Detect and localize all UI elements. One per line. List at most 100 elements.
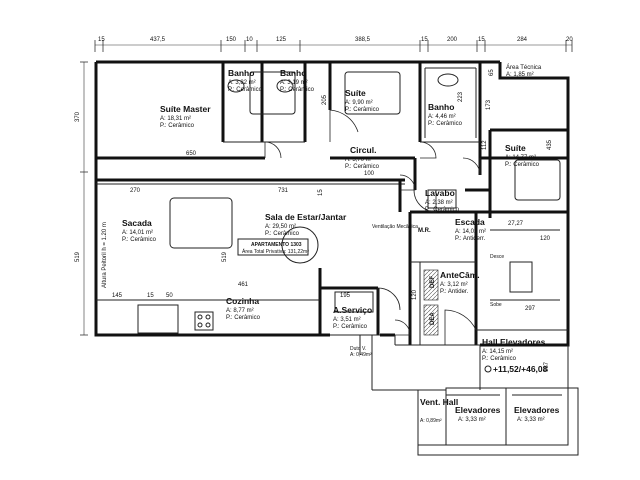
elevator-block: [417, 387, 579, 456]
top-dim-8: 200: [447, 37, 458, 43]
svg-text:297: 297: [525, 306, 536, 312]
elevator-shaft-2: [505, 387, 569, 446]
left-dimension-line: 370 519: [75, 61, 88, 336]
door-antecamara: [444, 309, 477, 345]
svg-text:A: 3,82 m²: A: 3,82 m²: [228, 80, 256, 86]
svg-text:195: 195: [340, 293, 351, 299]
left-dim-2: 519: [75, 251, 81, 262]
lavabo-sink-icon: [427, 189, 457, 209]
svg-text:187: 187: [544, 361, 550, 372]
ventilacao-label: Ventilação Mecânica: [372, 224, 418, 230]
laundry-tank-icon: [334, 291, 374, 313]
svg-text:461: 461: [238, 282, 249, 288]
svg-text:A: 18,31 m²: A: 18,31 m²: [160, 116, 191, 122]
room-suite-1: Suíte A: 9,90 m² P.: Cerâmico: [345, 88, 380, 113]
door-suite-master: [264, 141, 282, 159]
svg-text:Sacada: Sacada: [122, 218, 152, 228]
svg-text:270: 270: [130, 188, 141, 194]
svg-text:Escada: Escada: [455, 217, 485, 227]
svg-text:Área Total Privativa: 131,22m²: Área Total Privativa: 131,22m²: [242, 248, 309, 255]
svg-text:P.: Antider.: P.: Antider.: [440, 289, 469, 295]
svg-text:P.: Cerâmico: P.: Cerâmico: [333, 324, 368, 330]
svg-text:Sala de Estar/Jantar: Sala de Estar/Jantar: [265, 212, 347, 222]
svg-text:435: 435: [547, 139, 553, 150]
svg-text:112: 112: [482, 140, 488, 150]
top-dim-4: 10: [246, 37, 253, 43]
toilet-icon-2: [276, 79, 294, 93]
svg-text:Cozinha: Cozinha: [226, 296, 259, 306]
coffee-table-icon: [281, 226, 319, 264]
cota-label: +11,52/+46,08: [493, 364, 548, 374]
top-dim-5: 125: [276, 37, 287, 43]
svg-text:A: 29,50 m²: A: 29,50 m²: [265, 224, 296, 230]
svg-text:A: 4,46 m²: A: 4,46 m²: [428, 114, 456, 120]
svg-text:A: 3,33 m²: A: 3,33 m²: [458, 417, 486, 423]
svg-text:APARTAMENTO 1303: APARTAMENTO 1303: [251, 242, 302, 248]
room-elevadores-2: Elevadores A: 3,33 m²: [514, 405, 560, 423]
furniture: [96, 71, 561, 336]
room-vent-hall: Vent. Hall A: 0,89m²: [420, 397, 458, 424]
interior-dimensions: 650 100 270 731 145 15 50 461 195 120 27…: [112, 69, 553, 372]
duto-label: Duto V.: [350, 346, 366, 352]
svg-text:Banho: Banho: [228, 68, 254, 78]
svg-text:Circul.: Circul.: [350, 145, 376, 155]
sink-icon: [437, 73, 459, 87]
def-label: DEF: [430, 276, 436, 288]
svg-text:A.Serviço: A.Serviço: [333, 305, 372, 315]
svg-text:Hall Elevadores: Hall Elevadores: [482, 337, 546, 347]
svg-text:Banho: Banho: [428, 102, 454, 112]
door-suite: [329, 109, 359, 142]
room-antecamara: AnteCâm. A: 3,12 m² P.: Antider.: [440, 270, 480, 295]
svg-text:27,27: 27,27: [508, 221, 524, 227]
room-sacada: Sacada A: 14,01 m² P.: Cerâmico: [122, 218, 157, 243]
room-hall-elevadores: Hall Elevadores A: 14,15 m² P.: Cerâmico: [482, 337, 546, 362]
toilet-icon: [227, 79, 245, 93]
svg-text:731: 731: [278, 188, 289, 194]
outer-walls: [94, 60, 570, 390]
dea-label: DEA: [430, 312, 436, 325]
room-area-servico: A.Serviço A: 3,51 m² P.: Cerâmico: [333, 305, 372, 330]
room-area-tecnica: Área Técnica A: 1,85 m²: [506, 64, 542, 78]
svg-text:P.: Cerâmico: P.: Cerâmico: [425, 207, 460, 213]
kitchen-sink-icon: [137, 304, 179, 334]
svg-text:A: 9,90 m²: A: 9,90 m²: [345, 100, 373, 106]
svg-text:A: 3,19 m²: A: 3,19 m²: [280, 80, 308, 86]
top-dim-2: 437,5: [150, 37, 166, 43]
room-escada: Escada A: 14,02 m² P.: Antiderr.: [455, 217, 486, 242]
top-dimension-line: 15 437,5 150 10 125 388,5 15 200 15 284 …: [94, 37, 573, 52]
door-service: [377, 287, 401, 311]
svg-text:A: 14,02 m²: A: 14,02 m²: [455, 229, 486, 235]
def-cabinet: [423, 269, 439, 301]
svg-text:P.: Cerâmico: P.: Cerâmico: [345, 164, 380, 170]
svg-text:A: 1,85 m²: A: 1,85 m²: [506, 72, 534, 78]
apartment-label: APARTAMENTO 1303 Área Total Privativa: 1…: [237, 238, 309, 256]
svg-text:P.: Cerâmico: P.: Cerâmico: [228, 87, 263, 93]
door-suite-2: [462, 157, 481, 176]
room-elevadores-1: Elevadores A: 3,33 m²: [455, 405, 501, 423]
top-dim-9: 15: [478, 37, 485, 43]
svg-text:P.: Cerâmico: P.: Cerâmico: [505, 162, 540, 168]
room-suite-2: Suíte A: 14,77 m² P.: Cerâmico: [505, 143, 540, 168]
doors: [264, 109, 481, 345]
svg-text:P.: Cerâmico: P.: Cerâmico: [160, 123, 195, 129]
svg-text:Lavabo: Lavabo: [425, 188, 455, 198]
svg-text:A: 3,70 m²: A: 3,70 m²: [345, 157, 373, 163]
door-banho: [419, 141, 437, 159]
svg-text:P.: Cerâmico: P.: Cerâmico: [280, 87, 315, 93]
svg-text:A: 3,33 m²: A: 3,33 m²: [517, 417, 545, 423]
svg-text:P.: Cerâmico: P.: Cerâmico: [428, 121, 463, 127]
svg-text:A: 8,77 m²: A: 8,77 m²: [226, 308, 254, 314]
svg-text:Vent. Hall: Vent. Hall: [420, 397, 458, 407]
svg-text:145: 145: [112, 293, 123, 299]
misc-labels: M.R. Desce Sobe Ventilação Mecânica Duto…: [102, 222, 548, 374]
room-cozinha: Cozinha A: 8,77 m² P.: Cerâmico: [226, 296, 261, 321]
room-sala: Sala de Estar/Jantar A: 29,50 m² P.: Cer…: [265, 212, 347, 237]
room-labels: Suíte Master A: 18,31 m² P.: Cerâmico Ba…: [122, 64, 560, 424]
top-dim-11: 20: [566, 37, 573, 43]
svg-text:A: 14,15 m²: A: 14,15 m²: [482, 349, 513, 355]
svg-text:P.: Cerâmico: P.: Cerâmico: [122, 237, 157, 243]
svg-text:100: 100: [364, 171, 375, 177]
room-banho-1: Banho A: 3,82 m² P.: Cerâmico: [228, 68, 263, 93]
svg-text:Área Técnica: Área Técnica: [506, 64, 542, 71]
door-circul: [413, 189, 437, 213]
